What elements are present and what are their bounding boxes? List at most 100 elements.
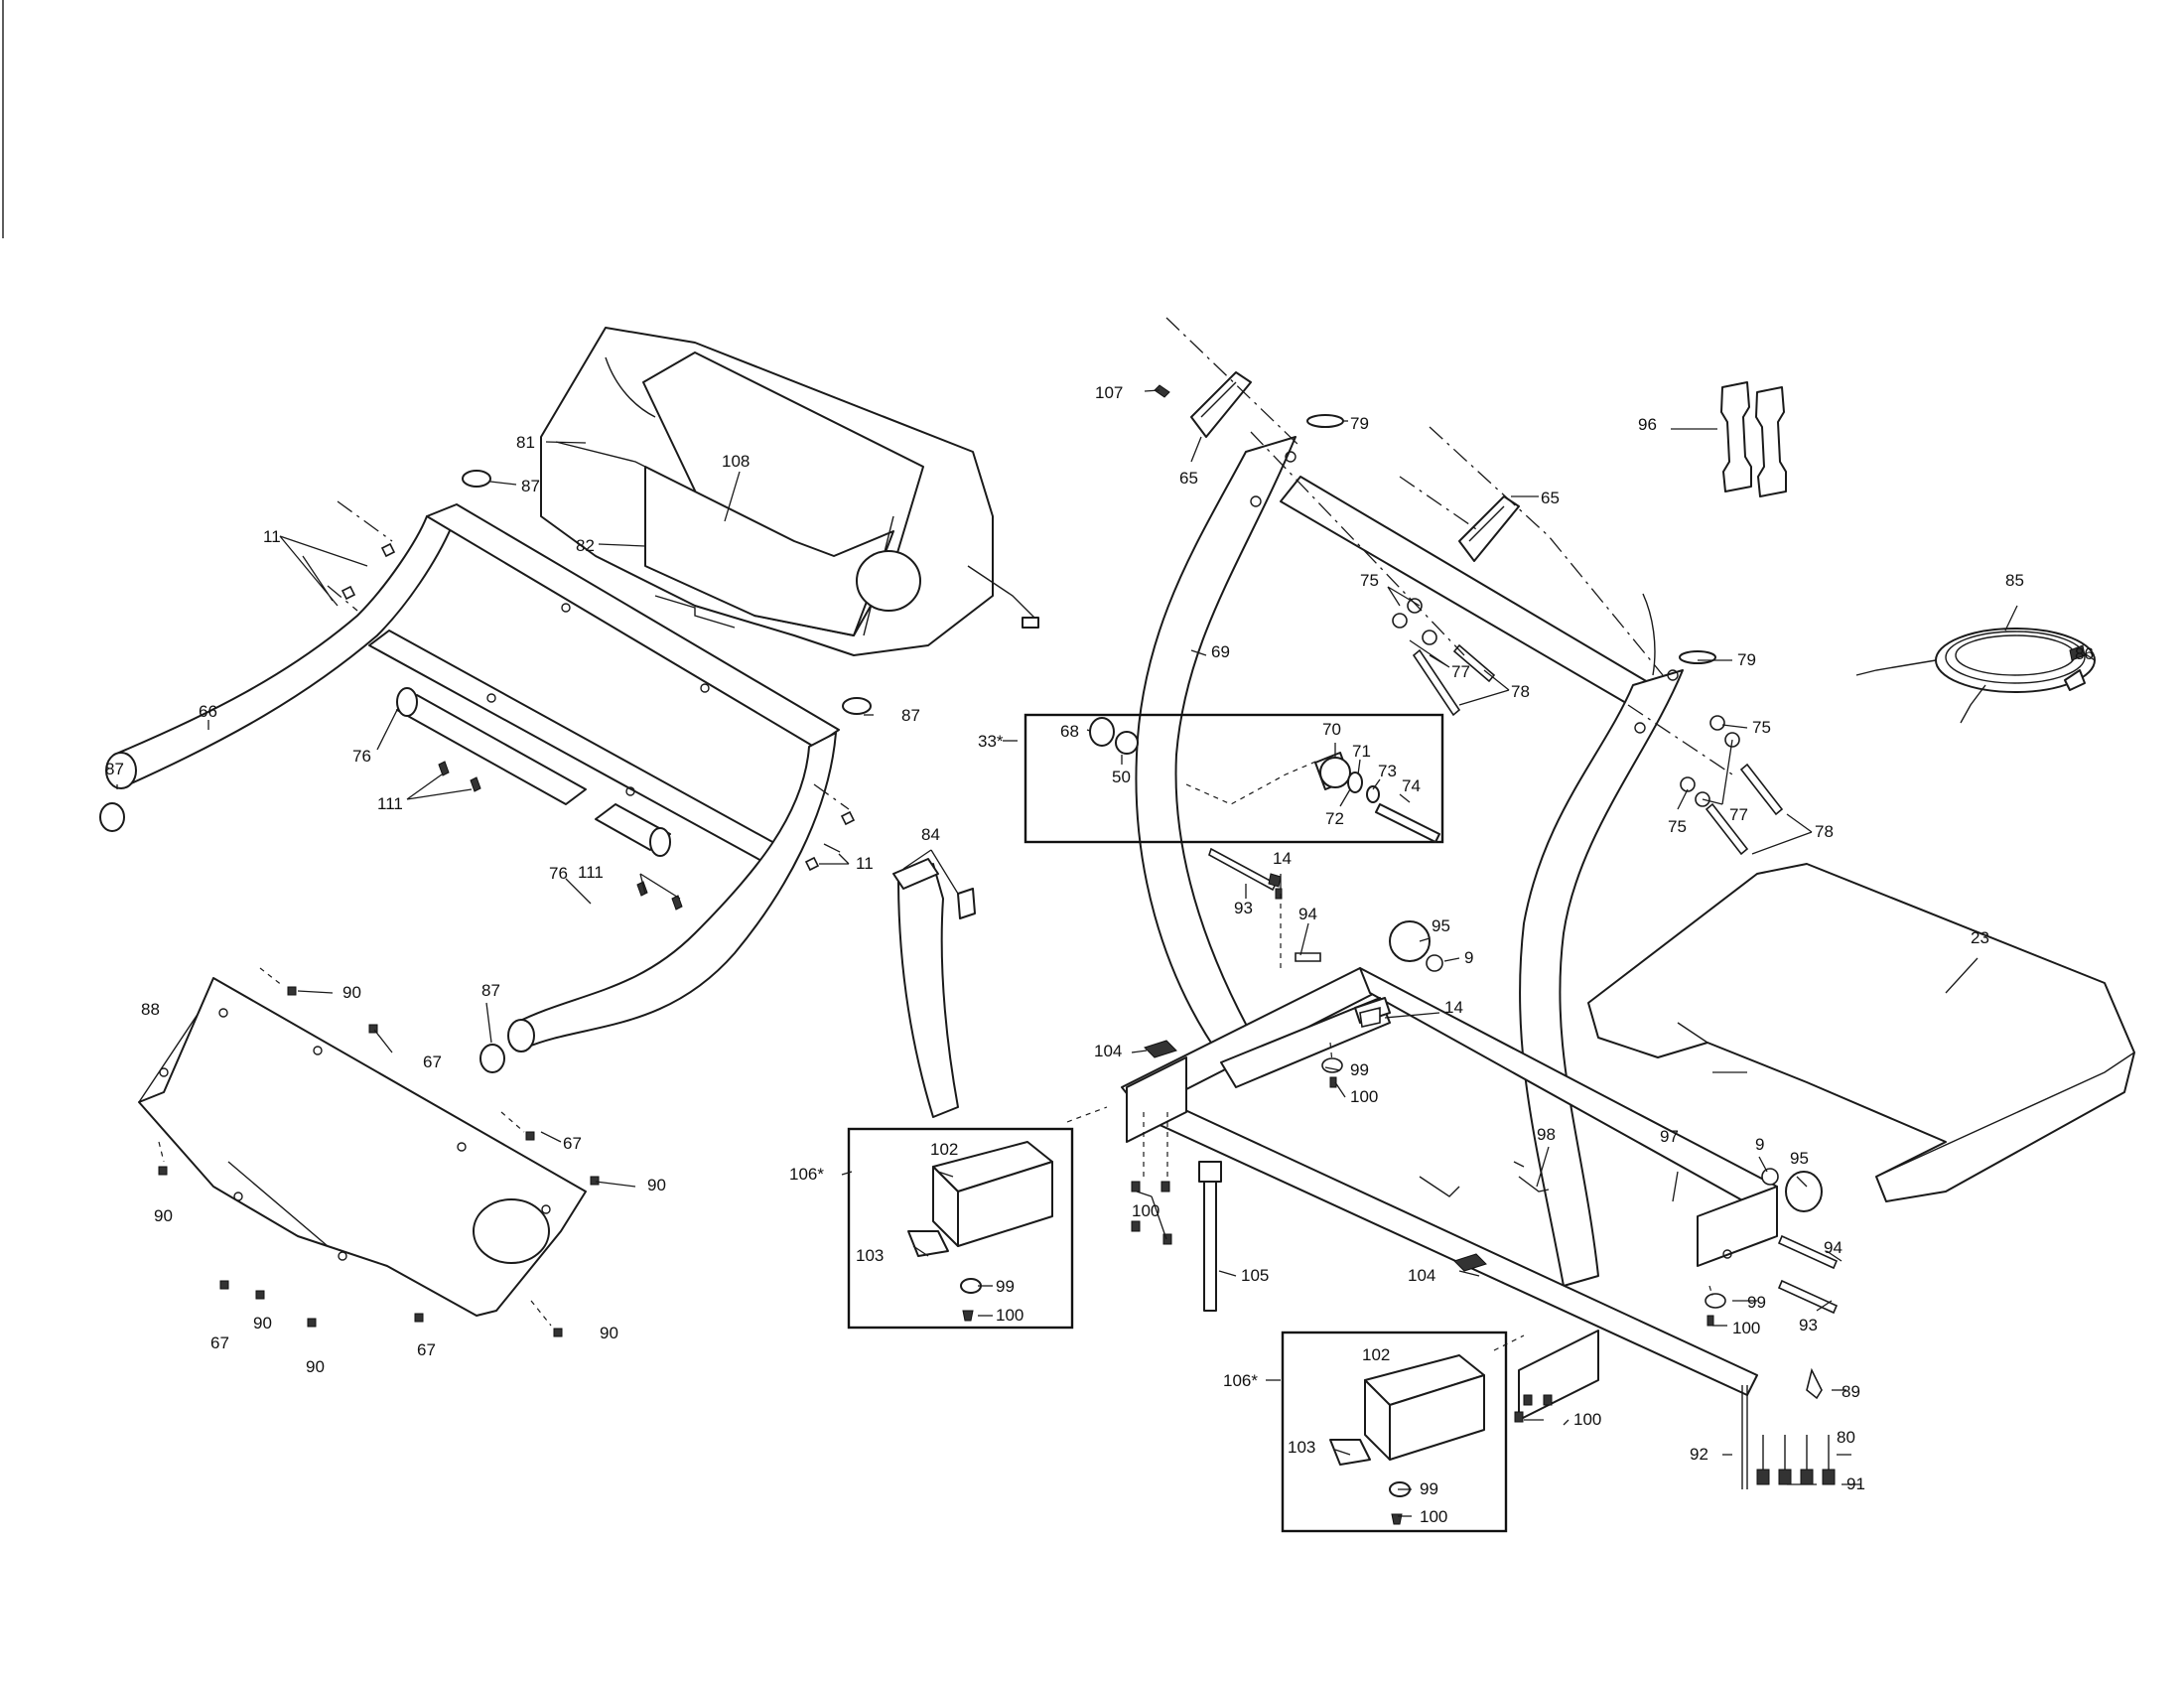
callout-104: 104 bbox=[1094, 1042, 1122, 1060]
callout-100: 100 bbox=[996, 1306, 1024, 1325]
callout-90: 90 bbox=[306, 1357, 325, 1376]
callout-67: 67 bbox=[423, 1052, 442, 1071]
callout-102: 102 bbox=[1362, 1345, 1390, 1364]
callout-73: 73 bbox=[1378, 762, 1397, 780]
callout-111: 111 bbox=[377, 794, 403, 813]
callout-79: 79 bbox=[1737, 650, 1756, 669]
callout-100: 100 bbox=[1732, 1319, 1760, 1337]
side-platform-23 bbox=[1587, 863, 2135, 1202]
callout-97: 97 bbox=[1660, 1127, 1679, 1146]
callout-88: 88 bbox=[141, 1000, 160, 1019]
hardware-glyphs bbox=[158, 384, 2086, 1489]
upright-69-left bbox=[1135, 436, 1297, 1058]
callout-100: 100 bbox=[1573, 1410, 1601, 1429]
callout-77: 77 bbox=[1729, 805, 1748, 824]
center-lines bbox=[158, 317, 1733, 1351]
callout-79: 79 bbox=[1350, 414, 1369, 433]
inset-box-106-left bbox=[847, 1127, 1074, 1330]
callout-103: 103 bbox=[1288, 1438, 1315, 1457]
callout-76: 76 bbox=[549, 864, 568, 883]
callout-70: 70 bbox=[1322, 720, 1341, 739]
callout-76: 76 bbox=[352, 747, 371, 766]
callout-91: 91 bbox=[1846, 1474, 1865, 1493]
callout-67: 67 bbox=[563, 1134, 582, 1153]
callout-95: 95 bbox=[1790, 1149, 1809, 1168]
callout-99: 99 bbox=[1420, 1479, 1438, 1498]
callout-90: 90 bbox=[647, 1176, 666, 1194]
callout-99: 99 bbox=[996, 1277, 1015, 1296]
callout-65: 65 bbox=[1179, 469, 1198, 488]
end-cap-87-right bbox=[842, 697, 872, 715]
inset-box-33 bbox=[1024, 713, 1444, 844]
callout-23: 23 bbox=[1971, 928, 1989, 947]
ring-79-left bbox=[1306, 414, 1344, 428]
callout-100: 100 bbox=[1420, 1507, 1447, 1526]
callout-93: 93 bbox=[1234, 899, 1253, 917]
callout-100: 100 bbox=[1132, 1201, 1160, 1220]
callout-74: 74 bbox=[1402, 776, 1421, 795]
callout-67: 67 bbox=[210, 1333, 229, 1352]
inset-33-parts bbox=[1089, 717, 1440, 843]
callout-103: 103 bbox=[856, 1246, 884, 1265]
callout-96: 96 bbox=[1638, 415, 1657, 434]
callout-102: 102 bbox=[930, 1140, 958, 1159]
pulse-grip-65-right bbox=[1458, 495, 1520, 562]
callout-66: 66 bbox=[199, 702, 217, 721]
callout-72: 72 bbox=[1325, 809, 1344, 828]
ring-79-right bbox=[1679, 650, 1716, 664]
callout-90: 90 bbox=[154, 1206, 173, 1225]
callout-71: 71 bbox=[1352, 742, 1371, 761]
inset-106-left-parts bbox=[907, 1141, 1053, 1322]
callout-14: 14 bbox=[1444, 998, 1463, 1017]
callout-94: 94 bbox=[1298, 905, 1317, 923]
callout-99: 99 bbox=[1747, 1293, 1766, 1312]
pulse-grip-65-left bbox=[1190, 371, 1252, 438]
callout-106*: 106* bbox=[1223, 1371, 1258, 1390]
callout-labels: 107 65 79 96 65 81 87 108 82 11 75 77 78… bbox=[105, 383, 2094, 1526]
callout-82: 82 bbox=[576, 536, 595, 555]
end-cap-87-left bbox=[99, 802, 125, 832]
callout-33*: 33* bbox=[978, 732, 1004, 751]
callout-104: 104 bbox=[1408, 1266, 1435, 1285]
callout-11: 11 bbox=[263, 527, 281, 546]
callout-67: 67 bbox=[417, 1340, 436, 1359]
callout-89: 89 bbox=[1842, 1382, 1860, 1401]
callout-105: 105 bbox=[1241, 1266, 1269, 1285]
callout-75: 75 bbox=[1360, 571, 1379, 590]
callout-100: 100 bbox=[1350, 1087, 1378, 1106]
callout-108: 108 bbox=[722, 452, 750, 471]
motor-hood-88 bbox=[138, 977, 587, 1317]
handlebar-frame bbox=[105, 503, 840, 1052]
base-frame bbox=[1121, 967, 1778, 1421]
callout-87: 87 bbox=[481, 981, 500, 1000]
callout-50: 50 bbox=[1112, 768, 1131, 786]
end-cap-87-top bbox=[462, 470, 491, 488]
upright-wire bbox=[1642, 593, 1656, 676]
callout-99: 99 bbox=[1350, 1060, 1369, 1079]
callout-92: 92 bbox=[1690, 1445, 1708, 1464]
callout-75: 75 bbox=[1668, 817, 1687, 836]
console-assembly bbox=[540, 327, 1039, 656]
callout-111: 111 bbox=[578, 863, 604, 882]
callout-81: 81 bbox=[516, 433, 535, 452]
strap-84 bbox=[892, 858, 976, 1118]
callout-9: 9 bbox=[1755, 1135, 1764, 1154]
cable-coil-85 bbox=[1855, 628, 2096, 724]
callout-98: 98 bbox=[1537, 1125, 1556, 1144]
callout-69: 69 bbox=[1211, 642, 1230, 661]
upright-69-right bbox=[1519, 669, 1684, 1287]
callout-94: 94 bbox=[1824, 1238, 1843, 1257]
callout-90: 90 bbox=[253, 1314, 272, 1333]
callout-14: 14 bbox=[1273, 849, 1292, 868]
dumbbells-96 bbox=[1720, 381, 1787, 497]
callout-78: 78 bbox=[1815, 822, 1834, 841]
grip-76-upper bbox=[396, 687, 587, 805]
grip-76-lower bbox=[595, 803, 671, 857]
callout-80: 80 bbox=[1837, 1428, 1855, 1447]
callout-90: 90 bbox=[342, 983, 361, 1002]
callout-87: 87 bbox=[901, 706, 920, 725]
callout-87: 87 bbox=[521, 477, 540, 495]
callout-90: 90 bbox=[600, 1324, 618, 1342]
